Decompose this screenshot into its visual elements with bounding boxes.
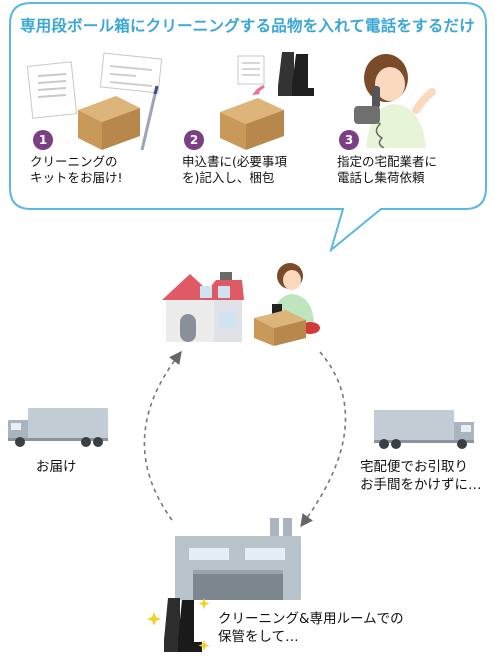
step1-text: クリーニングの キットをお届け!	[30, 154, 123, 186]
document-icon	[237, 55, 265, 85]
step3-line1: 指定の宅配業者に	[337, 154, 438, 169]
phone-handset-icon	[372, 86, 380, 108]
step1-line2: キットをお届け!	[30, 170, 123, 185]
storage-line2: 保管をして…	[218, 629, 299, 645]
step3-text: 指定の宅配業者に 電話し集荷依頼	[337, 154, 437, 186]
sparkle-icon	[147, 598, 210, 651]
pickup-truck-right	[372, 408, 476, 450]
boots-icon	[278, 52, 314, 96]
step1-badge: 1	[33, 130, 53, 150]
cardboard-box-icon	[254, 310, 306, 346]
pen-icon	[140, 85, 159, 151]
step2-line2: を)記入し、梱包	[182, 170, 275, 185]
factory-icon	[175, 518, 301, 600]
clean-boots-illustration	[146, 594, 212, 660]
house-icon	[162, 272, 244, 342]
flow-arc-left	[143, 350, 182, 521]
step1-line1: クリーニングの	[30, 154, 118, 169]
step2-text: 申込書に(必要事項 を)記入し、梱包	[182, 154, 287, 186]
boots-icon	[164, 598, 202, 652]
home-illustration	[160, 262, 330, 352]
truck-icon	[8, 408, 108, 447]
woman-on-phone-icon	[354, 54, 436, 149]
headline: 専用段ボール箱にクリーニングする品物を入れて電話をするだけ	[20, 17, 475, 35]
cardboard-box-icon	[78, 96, 140, 150]
step2-badge: 2	[184, 130, 204, 150]
woman-packing-icon	[272, 263, 320, 334]
step2-illustration	[212, 50, 322, 150]
pickup-label: 宅配便でお引取り お手間をかけずに…	[360, 458, 482, 494]
delivery-label: お届け	[36, 459, 77, 475]
delivery-truck-left	[6, 406, 110, 448]
step3-line2: 電話し集荷依頼	[337, 170, 425, 185]
pickup-line1: 宅配便でお引取り	[360, 459, 468, 475]
step3-illustration	[350, 48, 450, 149]
flow-arc-right	[300, 351, 347, 528]
pickup-line2: お手間をかけずに…	[360, 477, 482, 493]
step1-illustration	[26, 50, 166, 151]
storage-facility-illustration	[175, 518, 305, 600]
cardboard-box-icon	[220, 98, 284, 150]
truck-icon	[374, 410, 474, 449]
step3-badge: 3	[339, 130, 359, 150]
document-icon	[26, 52, 163, 119]
step2-line1: 申込書に(必要事項	[182, 154, 287, 169]
storage-label: クリーニング&専用ルームでの 保管をして…	[218, 610, 404, 646]
storage-line1: クリーニング&専用ルームでの	[218, 611, 404, 627]
